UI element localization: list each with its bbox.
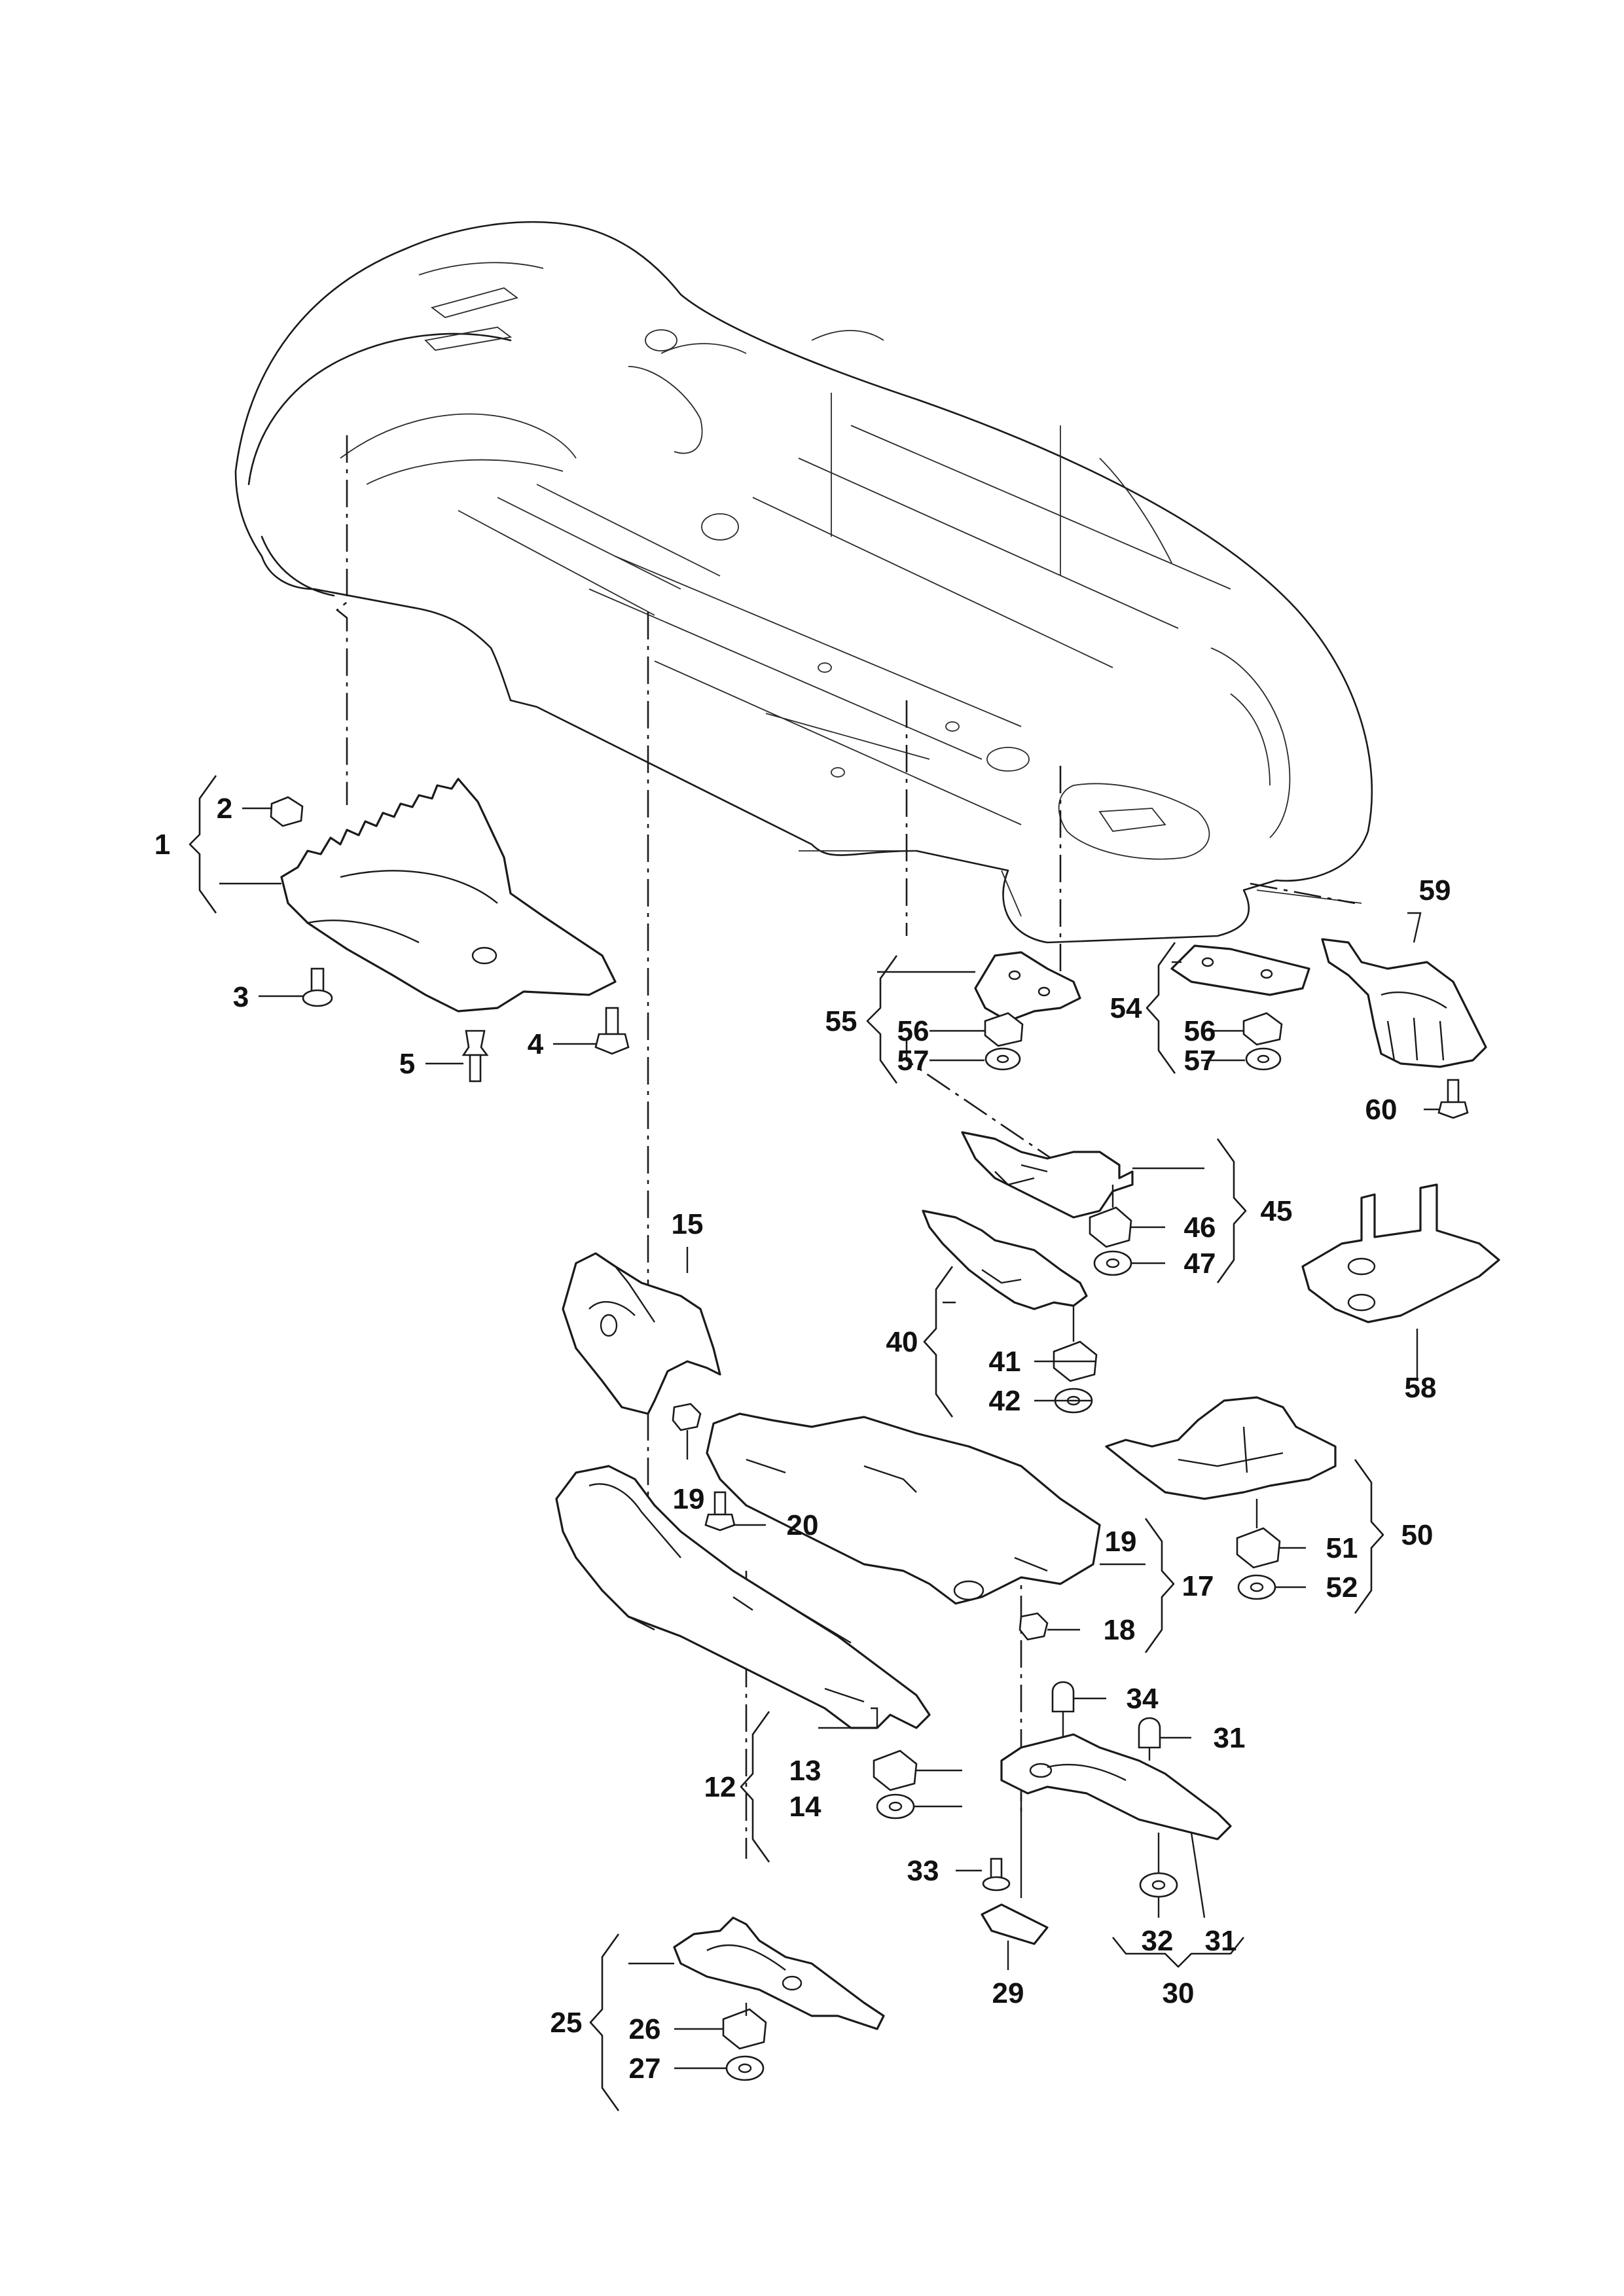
part-34-clip [1051,1681,1075,1713]
part-29-foam-pad [981,1903,1049,1945]
part-57-washer-right [1245,1047,1282,1071]
callout-4: 4 [528,1028,544,1060]
part-27-washer [725,2055,765,2081]
part-18-nut [1019,1612,1049,1641]
callout-34: 34 [1127,1683,1159,1715]
callout-29: 29 [992,1977,1024,2009]
part-50-rear-heat-shield [1105,1396,1337,1500]
group-braces [189,775,1384,2111]
part-12-tunnel-heat-shield [555,1465,931,1729]
callout-32: 32 [1142,1925,1174,1957]
part-15-heat-shield [562,1252,721,1415]
part-55-bracket [974,951,1081,1022]
callout-30: 30 [1163,1977,1195,2009]
callout-52: 52 [1326,1571,1358,1604]
callout-2: 2 [217,793,232,825]
callout-55: 55 [825,1005,857,1037]
part-47-washer [1093,1250,1132,1276]
callout-31-lower: 31 [1205,1925,1237,1957]
part-56-clip-left [984,1012,1024,1047]
callout-46: 46 [1184,1211,1216,1244]
callout-57-left: 57 [897,1045,929,1077]
callout-17: 17 [1182,1570,1214,1602]
part-4-bolt [594,1007,630,1055]
callout-5: 5 [399,1048,415,1080]
callout-56-left: 56 [897,1015,929,1047]
callout-40: 40 [886,1326,918,1358]
part-46-clip [1089,1206,1132,1248]
callout-31-upper: 31 [1214,1722,1246,1754]
callout-58: 58 [1405,1372,1437,1404]
part-20-bolt [704,1491,736,1532]
callout-41: 41 [989,1346,1021,1378]
part-57-washer-left [984,1047,1021,1071]
part-26-clip [722,2008,767,2050]
callout-26: 26 [629,2013,661,2045]
callout-19-lower: 19 [1105,1526,1137,1558]
callout-19-upper: 19 [673,1483,705,1515]
part-51-clip [1236,1527,1281,1569]
part-14-washer [876,1793,915,1820]
part-60-bolt [1437,1079,1469,1119]
part-3-screw [302,967,333,1007]
callout-14: 14 [789,1791,821,1823]
callout-13: 13 [789,1755,821,1787]
callout-59: 59 [1419,874,1451,906]
callout-labels: 1 2 3 4 5 12 13 14 15 17 18 19 19 20 25 … [154,793,1451,2085]
part-33-screw [982,1857,1011,1892]
part-5-expanding-rivet [461,1030,489,1083]
callout-45: 45 [1261,1195,1293,1227]
callout-42: 42 [989,1385,1021,1417]
callout-25: 25 [550,2007,583,2039]
callout-27: 27 [629,2053,661,2085]
callout-12: 12 [704,1771,736,1803]
callout-56-right: 56 [1184,1015,1216,1047]
part-13-clip [873,1749,918,1791]
callout-15: 15 [672,1208,704,1240]
part-32-washer [1139,1872,1178,1898]
part-17-floor-heat-shield [706,1412,1101,1605]
part-59-rear-wheel-liner [1321,938,1487,1068]
callout-54: 54 [1110,992,1142,1024]
part-56-clip-right [1242,1012,1283,1046]
callout-3: 3 [233,981,249,1013]
callout-47: 47 [1184,1247,1216,1280]
callout-20: 20 [787,1509,819,1541]
callout-33: 33 [907,1855,939,1887]
callout-60: 60 [1365,1094,1398,1126]
part-30-rear-shield-assembly [1000,1733,1232,1840]
part-45-heat-shield [961,1131,1134,1219]
part-40-bracket [922,1210,1088,1310]
part-2-nut-clip [270,796,304,827]
part-19-nut-upper [672,1403,702,1431]
callout-18: 18 [1104,1614,1136,1646]
part-25-rear-tunnel-shield [673,1916,885,2030]
leader-lines [219,807,1439,2070]
part-52-washer [1237,1574,1276,1600]
part-1-front-underbody-panel [280,778,617,1013]
part-54-bracket [1170,944,1310,996]
callout-51: 51 [1326,1532,1358,1564]
callout-1: 1 [154,829,170,861]
callout-57-right: 57 [1184,1045,1216,1077]
part-58-bracket [1301,1183,1500,1323]
callout-50: 50 [1401,1519,1434,1551]
part-31-clip-upper [1138,1717,1161,1749]
